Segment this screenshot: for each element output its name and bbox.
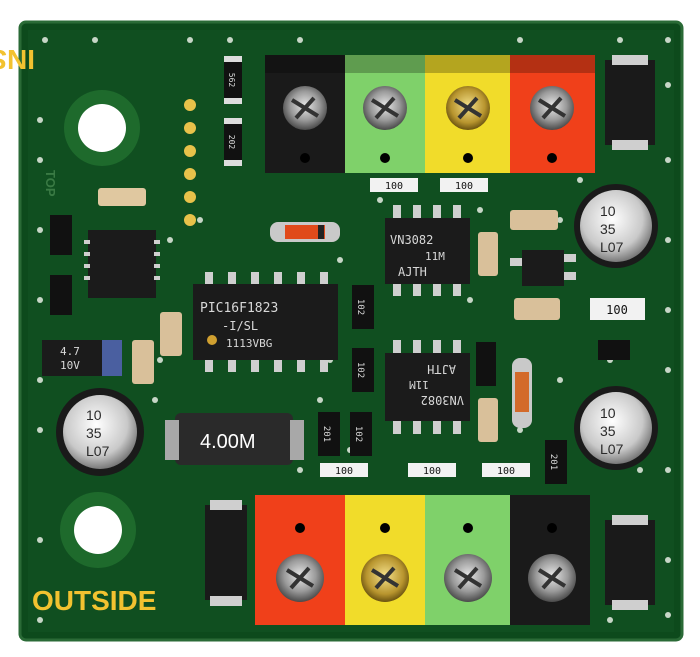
- transistor-sot23: [510, 250, 576, 286]
- electrolytic-cap-right-top: 10 35 L07: [574, 184, 658, 268]
- svg-text:L07: L07: [86, 443, 110, 459]
- resistor-100-b: 100: [440, 178, 488, 192]
- resistor-100-d: 100: [320, 463, 368, 477]
- resistor-201-a: 201: [318, 412, 340, 456]
- outside-label: OUTSIDE: [32, 585, 156, 616]
- capacitor-ceramic: [132, 340, 154, 384]
- resistor-202: 202: [224, 118, 242, 166]
- diode-bottom-right: [605, 515, 655, 610]
- svg-text:35: 35: [600, 221, 616, 237]
- capacitor-ceramic: [478, 398, 498, 442]
- crystal-oscillator: 4.00M: [165, 413, 304, 465]
- svg-text:35: 35: [86, 425, 102, 441]
- capacitor-small: [98, 188, 146, 206]
- mcu-line3: 1113VBG: [226, 337, 272, 350]
- capacitor-ceramic: [160, 312, 182, 356]
- resistor-562: 562: [224, 56, 242, 104]
- programming-pads: [184, 99, 196, 226]
- svg-text:AJTH: AJTH: [398, 265, 427, 279]
- svg-text:100: 100: [385, 181, 403, 192]
- mcu-line1: PIC16F1823: [200, 301, 278, 316]
- resistor-102-b: 102: [352, 348, 374, 392]
- top-label: TOP: [43, 170, 58, 197]
- svg-text:10V: 10V: [60, 359, 80, 372]
- svg-text:VN3082: VN3082: [421, 393, 464, 407]
- mounting-hole-top: [64, 90, 140, 166]
- svg-text:35: 35: [600, 423, 616, 439]
- svg-text:562: 562: [227, 73, 236, 88]
- svg-text:100: 100: [455, 181, 473, 192]
- resistor-dark: [476, 342, 496, 386]
- svg-text:L07: L07: [600, 441, 624, 457]
- svg-text:100: 100: [335, 466, 353, 477]
- svg-text:102: 102: [355, 362, 365, 378]
- svg-text:AJTH: AJTH: [427, 362, 456, 376]
- tantalum-cap: 4.7 10V: [42, 340, 122, 376]
- crystal-label: 4.00M: [200, 431, 256, 453]
- electrolytic-cap-left: 10 35 L07: [56, 388, 144, 476]
- qfn-chip: [84, 230, 160, 298]
- svg-text:100: 100: [423, 466, 441, 477]
- resistor-100-a: 100: [370, 178, 418, 192]
- svg-text:L07: L07: [600, 239, 624, 255]
- svg-text:201: 201: [321, 426, 331, 442]
- resistor-100-c: 100: [590, 298, 645, 320]
- resistor-102-c: 102: [350, 412, 372, 456]
- glass-diode-top: [270, 222, 340, 242]
- diode-bottom-left: [205, 500, 247, 606]
- svg-text:102: 102: [355, 299, 365, 315]
- mcu-line2: -I/SL: [222, 319, 258, 333]
- svg-text:10: 10: [86, 407, 102, 423]
- capacitor-ceramic: [514, 298, 560, 320]
- terminal-block-bottom: [255, 495, 590, 625]
- resistor-dark-small: [598, 340, 630, 360]
- svg-text:201: 201: [548, 454, 558, 470]
- svg-text:202: 202: [227, 135, 236, 150]
- electrolytic-cap-right-bottom: 10 35 L07: [574, 386, 658, 470]
- resistor-102-a: 102: [352, 285, 374, 329]
- svg-text:10: 10: [600, 405, 616, 421]
- resistor-left-1: [50, 215, 72, 255]
- inside-label: INSIDE: [0, 44, 35, 75]
- mcu-chip: PIC16F1823 -I/SL 1113VBG: [193, 272, 338, 372]
- svg-text:4.7: 4.7: [60, 345, 80, 358]
- capacitor-ceramic: [478, 232, 498, 276]
- svg-text:100: 100: [606, 303, 628, 317]
- svg-text:11M: 11M: [425, 250, 445, 263]
- svg-text:100: 100: [497, 466, 515, 477]
- capacitor-ceramic: [510, 210, 558, 230]
- svg-text:11M: 11M: [409, 378, 429, 391]
- svg-text:10: 10: [600, 203, 616, 219]
- resistor-left-2: [50, 275, 72, 315]
- driver-chip-top: VN3082 11M AJTH: [385, 205, 470, 296]
- diode-top-right: [605, 55, 655, 150]
- resistor-100-f: 100: [482, 463, 530, 477]
- svg-text:102: 102: [353, 426, 363, 442]
- driver-chip-bottom: VN3082 11M AJTH: [385, 340, 470, 434]
- resistor-100-e: 100: [408, 463, 456, 477]
- terminal-block-top: [265, 55, 595, 173]
- resistor-201-b: 201: [545, 440, 567, 484]
- glass-diode-right: [512, 358, 532, 428]
- svg-text:VN3082: VN3082: [390, 233, 433, 247]
- mounting-hole-bottom: [60, 492, 136, 568]
